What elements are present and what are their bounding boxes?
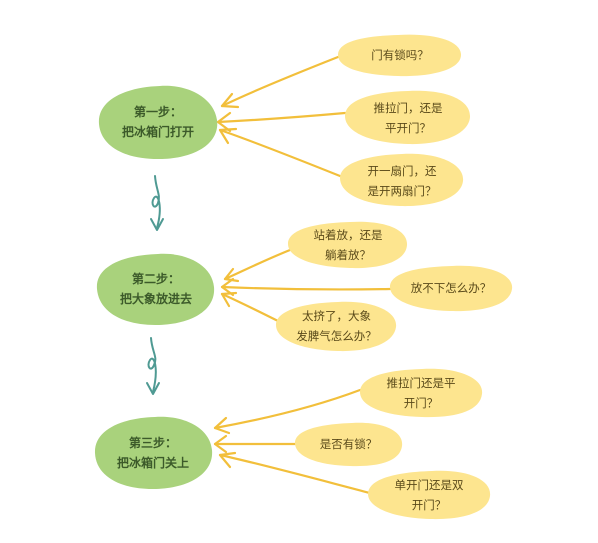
arrow-s2-q3 xyxy=(220,292,282,324)
step-node-1 xyxy=(98,85,218,160)
arrowhead-s3-q1 xyxy=(213,416,231,435)
question-nodes xyxy=(276,34,513,520)
question-node-1-3 xyxy=(340,153,464,207)
question-node-2-1 xyxy=(288,221,408,269)
flow-arrow-2-3 xyxy=(147,337,157,393)
question-arrows xyxy=(213,55,392,495)
arrowhead-s1-q3 xyxy=(218,127,238,145)
arrow-s1-q3 xyxy=(218,128,342,178)
question-node-1-1 xyxy=(338,34,462,77)
arrowhead-s2-q2 xyxy=(220,277,235,297)
flow-arrow-1-2 xyxy=(151,175,161,229)
flow-arrow-2-3-head xyxy=(146,382,160,395)
question-node-3-1 xyxy=(360,368,483,418)
step-node-2 xyxy=(96,253,215,326)
arrow-s2-q1 xyxy=(223,248,292,281)
arrowhead-s3-q2 xyxy=(213,434,228,454)
arrow-s2-q2 xyxy=(220,285,392,291)
flow-arrow-1-2-head xyxy=(150,218,164,231)
arrowhead-s2-q1 xyxy=(223,267,240,283)
arrowhead-s1-q2 xyxy=(216,111,232,133)
arrowhead-s2-q3 xyxy=(220,291,238,308)
arrowhead-s3-q3 xyxy=(218,451,237,469)
step-node-3 xyxy=(94,416,213,490)
arrow-s1-q1 xyxy=(220,55,340,108)
question-node-3-3 xyxy=(368,470,491,520)
step-nodes xyxy=(94,85,218,490)
arrowhead-s1-q1 xyxy=(220,92,240,109)
question-node-2-3 xyxy=(276,301,397,352)
arrow-s3-q1 xyxy=(213,388,362,430)
question-node-1-2 xyxy=(345,90,471,145)
arrow-s3-q3 xyxy=(218,453,372,495)
question-node-2-2 xyxy=(390,265,513,312)
question-node-3-2 xyxy=(295,422,403,467)
flow-arrows xyxy=(146,175,164,395)
arrow-s1-q2 xyxy=(216,111,347,124)
